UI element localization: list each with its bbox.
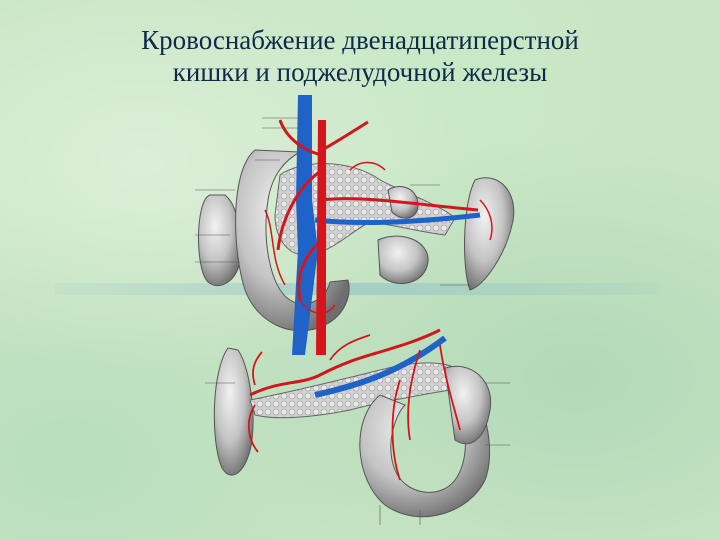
bottom-figure <box>205 328 510 525</box>
title-line-2: кишки и поджелудочной железы <box>172 57 548 87</box>
spleen-top <box>464 177 515 291</box>
arteries-bottom-branches <box>248 334 461 481</box>
spleen-bottom <box>213 347 254 476</box>
background-band <box>55 283 660 295</box>
celiac-branches-top <box>276 119 479 301</box>
title-line-1: Кровоснабжение двенадцатиперстной <box>141 25 579 55</box>
label-lines-top <box>195 117 470 286</box>
left-kidney-top <box>198 194 241 287</box>
splenic-vein-top <box>314 212 481 225</box>
duodenum-inner <box>444 365 492 445</box>
splenic-artery-bottom <box>249 328 441 397</box>
top-figure <box>195 95 515 355</box>
aorta-top <box>316 120 326 355</box>
label-lines-bottom <box>205 382 510 525</box>
splenic-vein-bottom <box>314 335 447 398</box>
duodenum-top <box>235 149 350 332</box>
jejunum-top <box>377 235 429 284</box>
pancreas-bottom <box>249 362 456 419</box>
small-arteries-top <box>264 161 493 314</box>
slide-title: Кровоснабжение двенадцатиперстной кишки … <box>0 24 720 88</box>
